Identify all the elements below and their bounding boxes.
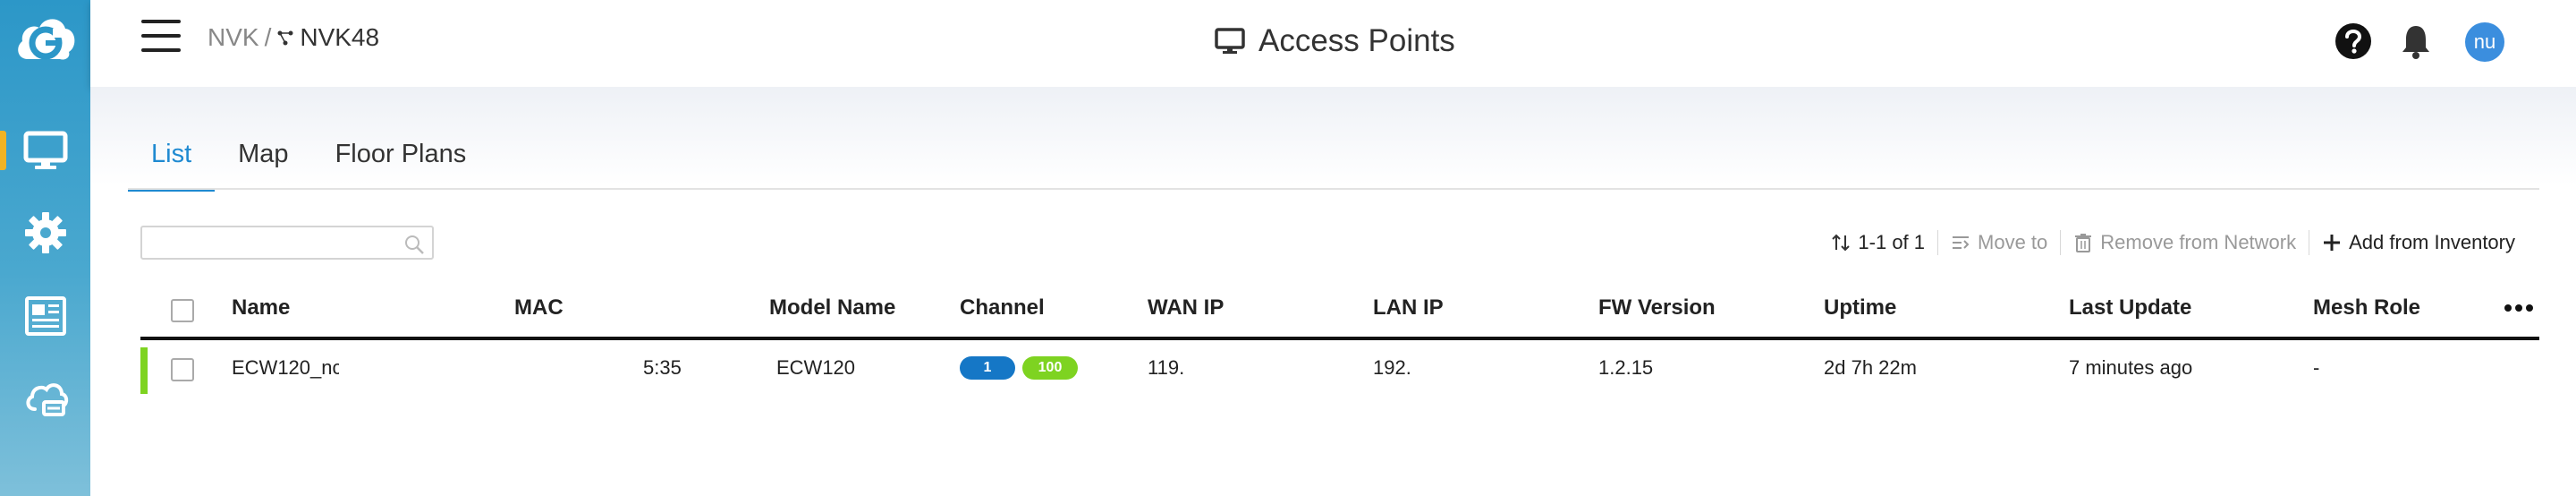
sidebar-item-devices[interactable]	[0, 115, 90, 186]
breadcrumb-separator: /	[264, 23, 272, 51]
column-header-mesh-role[interactable]: Mesh Role	[2313, 295, 2421, 320]
table-header: Name MAC Model Name Channel WAN IP LAN I…	[140, 288, 2539, 340]
monitor-icon	[1215, 28, 1245, 54]
sidebar-item-settings[interactable]	[0, 197, 90, 269]
column-header-channel[interactable]: Channel	[960, 295, 1045, 320]
search-input[interactable]	[142, 227, 393, 258]
help-icon[interactable]	[2334, 21, 2373, 61]
toolbar-divider	[2060, 230, 2062, 255]
breadcrumb-current[interactable]: NVK48	[300, 23, 380, 51]
sidebar	[0, 0, 90, 496]
cell-last-update: 7 minutes ago	[2069, 356, 2193, 379]
add-from-inventory-button[interactable]: Add from Inventory	[2309, 226, 2528, 260]
column-header-name[interactable]: Name	[232, 295, 291, 320]
column-header-fw-version[interactable]: FW Version	[1598, 295, 1716, 320]
channel-2g-badge: 1	[960, 356, 1015, 381]
toolbar-divider	[1937, 230, 1939, 255]
page-title: Access Points	[1258, 23, 1455, 58]
tab-bar: List Map Floor Plans	[128, 134, 489, 192]
cell-channel: 1 100	[960, 355, 1078, 381]
cell-model: ECW120	[776, 356, 856, 379]
row-checkbox[interactable]	[171, 358, 194, 381]
tab-list[interactable]: List	[128, 134, 216, 192]
tab-divider	[128, 188, 2539, 190]
monitor-icon	[23, 131, 67, 169]
cloud-sync-icon	[26, 383, 68, 416]
move-to-label: Move to	[1978, 231, 2048, 253]
pagination-label: 1-1 of 1	[1858, 231, 1926, 253]
channel-5g-badge: 100	[1022, 356, 1078, 381]
page-title-area: Access Points	[1214, 23, 1455, 59]
table-row[interactable]: ECW120_nc 5:35 ECW120 1 100 119. 192. 1.2…	[140, 342, 2539, 396]
column-header-last-update[interactable]: Last Update	[2069, 295, 2192, 320]
remove-from-network-button[interactable]: Remove from Network	[2061, 226, 2309, 260]
top-header: NVK / NVK48 Access Points nu	[90, 0, 2576, 87]
add-label: Add from Inventory	[2349, 231, 2515, 253]
breadcrumb-parent[interactable]: NVK	[208, 23, 259, 51]
column-header-model[interactable]: Model Name	[769, 295, 896, 320]
move-to-button[interactable]: Move to	[1938, 226, 2060, 260]
gear-icon	[24, 212, 66, 253]
more-options-icon[interactable]	[2504, 301, 2534, 313]
newspaper-icon	[24, 296, 66, 336]
sidebar-item-reports[interactable]	[0, 280, 90, 352]
cell-mac: 5:35	[643, 356, 682, 379]
column-header-lan-ip[interactable]: LAN IP	[1373, 295, 1444, 320]
search-icon[interactable]	[403, 234, 425, 255]
column-header-mac[interactable]: MAC	[514, 295, 564, 320]
cell-wan-ip: 119.	[1148, 356, 1185, 379]
select-all-checkbox[interactable]	[171, 299, 194, 322]
column-header-uptime[interactable]: Uptime	[1824, 295, 1897, 320]
cell-fw-version: 1.2.15	[1598, 356, 1654, 379]
sidebar-item-cloud[interactable]	[0, 363, 90, 434]
search-box	[140, 226, 434, 260]
sort-arrows-icon	[1832, 234, 1851, 252]
breadcrumb: NVK / NVK48	[208, 23, 379, 52]
hamburger-menu-icon[interactable]	[141, 20, 181, 52]
subheader-background	[90, 87, 2576, 185]
tab-map[interactable]: Map	[238, 140, 289, 168]
bell-icon[interactable]	[2396, 21, 2436, 61]
avatar[interactable]: nu	[2465, 22, 2504, 62]
move-list-icon	[1953, 236, 1970, 249]
cell-mesh-role: -	[2313, 356, 2320, 379]
plus-icon	[2324, 235, 2341, 251]
cell-uptime: 2d 7h 22m	[1824, 356, 1917, 379]
column-header-wan-ip[interactable]: WAN IP	[1148, 295, 1224, 320]
remove-label: Remove from Network	[2100, 231, 2297, 253]
cell-name[interactable]: ECW120_nc	[232, 356, 339, 379]
tab-floor-plans[interactable]: Floor Plans	[335, 140, 467, 168]
table-toolbar: 1-1 of 1 Move to Remove from Network Add…	[1818, 226, 2528, 260]
network-topology-icon	[277, 30, 293, 46]
sort-pagination[interactable]: 1-1 of 1	[1818, 226, 1937, 260]
cloud-g-logo-icon[interactable]	[12, 7, 80, 75]
online-status-indicator	[140, 347, 148, 394]
trash-icon	[2075, 234, 2092, 252]
cell-lan-ip: 192.	[1373, 356, 1411, 379]
